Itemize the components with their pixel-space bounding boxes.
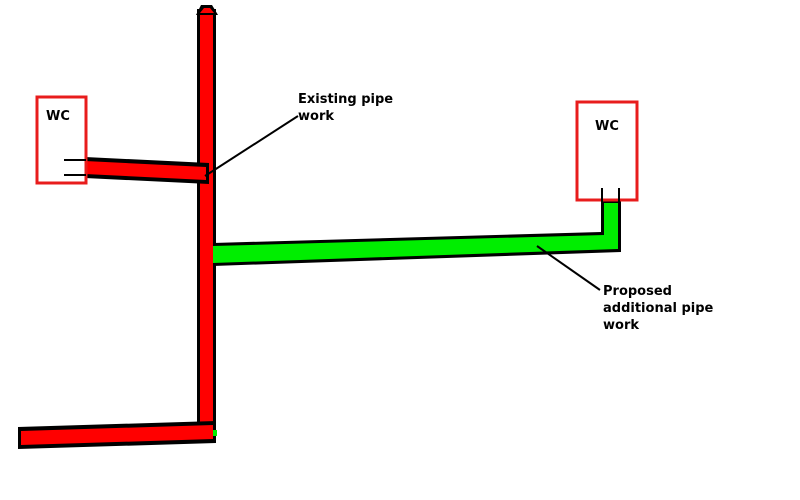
proposed-label-line-3: work bbox=[603, 318, 639, 333]
wc-left-label: WC bbox=[46, 109, 70, 124]
wc-left-box bbox=[35, 95, 88, 185]
proposed-pipe bbox=[213, 201, 621, 436]
proposed-leader-line bbox=[536, 245, 601, 291]
existing-pipework-label: Existing pipe work bbox=[298, 91, 393, 125]
existing-label-line-2: work bbox=[298, 109, 334, 124]
proposed-label-line-2: additional pipe bbox=[603, 301, 714, 316]
proposed-pipework-label: Proposed additional pipe work bbox=[603, 283, 713, 334]
existing-pipe bbox=[18, 5, 218, 449]
wc-right-label: WC bbox=[595, 119, 619, 134]
existing-label-line-1: Existing pipe bbox=[298, 92, 394, 107]
wc-right-box bbox=[575, 100, 639, 202]
existing-leader-line bbox=[204, 115, 299, 177]
proposed-label-line-1: Proposed bbox=[603, 284, 672, 299]
